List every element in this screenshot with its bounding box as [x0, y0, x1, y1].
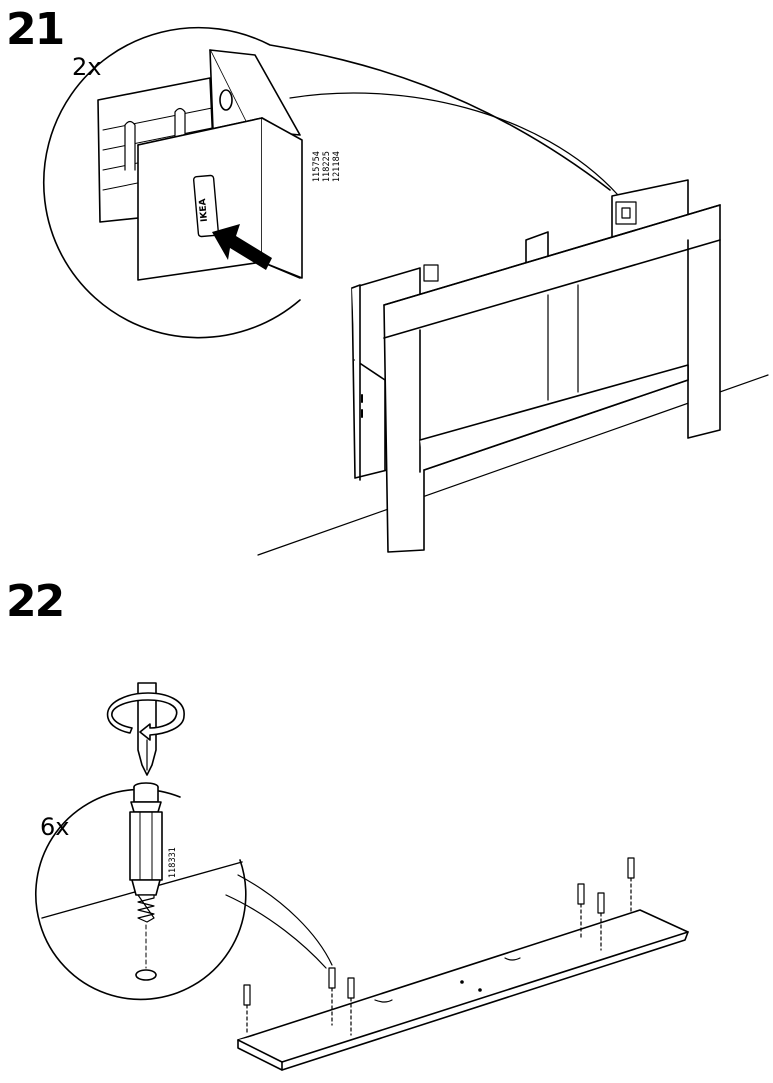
bolt-2: [328, 967, 336, 1026]
step-22-part-number: 118331: [168, 847, 178, 878]
bolt-4: [577, 883, 585, 941]
wall-fittings: [423, 201, 637, 282]
bolt-3: [347, 977, 355, 1036]
push-arrow-icon: [212, 224, 272, 270]
bolt-1: [243, 984, 251, 1036]
step-21-part-number-3: 121184: [332, 151, 342, 182]
step-21-callout-line: [289, 92, 619, 196]
label-sticker: IKEA: [198, 198, 210, 222]
bolt-5: [597, 892, 605, 951]
step-21-part-number-1: 115754: [312, 151, 322, 182]
step-22-quantity: 6x: [40, 813, 70, 841]
long-board: [237, 909, 689, 1071]
cam-bolt-detail: [129, 782, 163, 981]
board-with-label: IKEA: [137, 117, 303, 281]
bolt-6: [627, 857, 635, 913]
step-21-part-number-2: 118225: [322, 151, 332, 182]
headboard-frame: [383, 204, 721, 553]
step-22-callout-line: [237, 874, 333, 966]
step-number-21: 21: [6, 4, 65, 55]
step-21-detail-circle: [42, 26, 611, 339]
step-22-detail-circle: [35, 788, 247, 1001]
step-number-22: 22: [6, 576, 65, 627]
step-21-floor-line: [257, 374, 769, 556]
rotate-clockwise-icon: [106, 692, 185, 741]
cam-bolts-on-board: [243, 857, 635, 1036]
step-21-quantity: 2x: [72, 53, 102, 81]
